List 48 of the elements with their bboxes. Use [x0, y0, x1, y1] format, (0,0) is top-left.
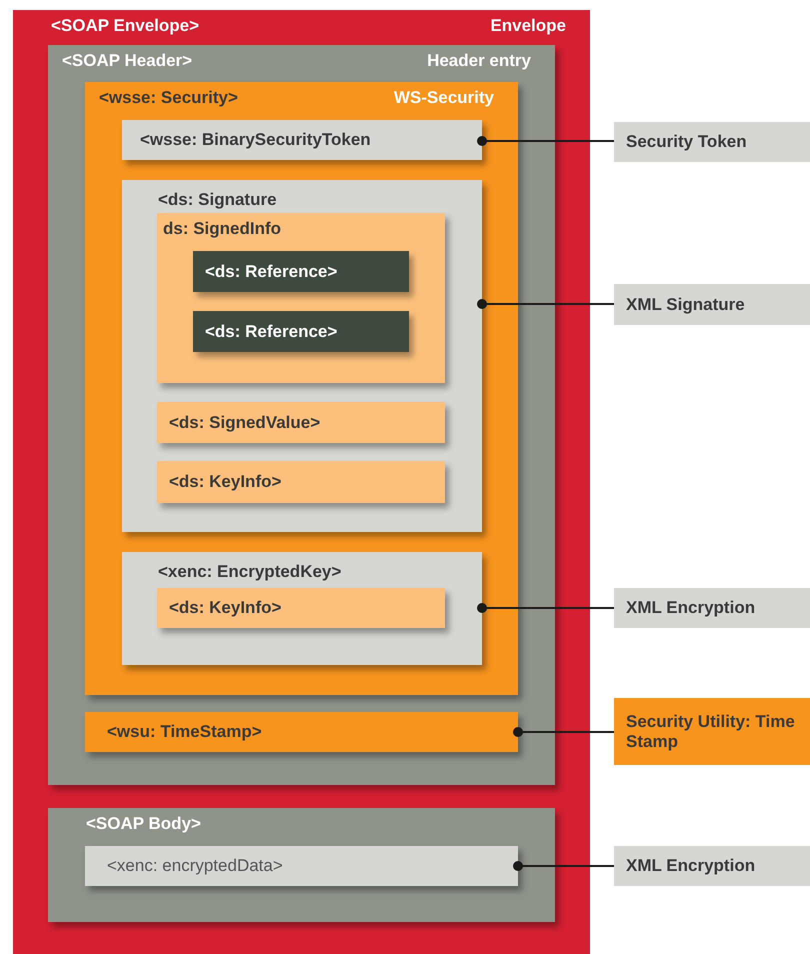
element-box [157, 588, 445, 628]
element-text: <ds: KeyInfo> [169, 598, 282, 618]
signature-panel [122, 180, 482, 532]
panel-title: <wsse: Security> [99, 88, 238, 108]
encrypted-key-panel [122, 552, 482, 665]
element-box [85, 712, 518, 752]
leader-line [477, 299, 614, 309]
side-label-box [614, 284, 810, 325]
side-label: Security Utility: Time Stamp [626, 712, 796, 752]
side-label-box [614, 122, 810, 162]
element-box [85, 846, 518, 886]
element-box [122, 120, 482, 160]
panel-title: <SOAP Body> [86, 814, 201, 834]
element-box [157, 402, 445, 443]
leader-line [513, 861, 614, 871]
side-label: XML Signature [626, 294, 746, 314]
side-label: XML Encryption [626, 598, 756, 618]
element-text: <wsu: TimeStamp> [107, 722, 262, 742]
element-text: <wsse: BinarySecurityToken [140, 130, 371, 150]
element-box [157, 461, 445, 503]
body-panel [48, 808, 555, 922]
element-text: <ds: SignedValue> [169, 412, 320, 432]
leader-line [477, 603, 614, 613]
element-box [193, 251, 409, 292]
signed-info-panel [157, 213, 445, 383]
side-label-box [614, 588, 810, 628]
element-text: <xenc: encryptedData> [107, 856, 283, 876]
leader-line [513, 727, 614, 737]
panel-tag: Envelope [490, 16, 566, 36]
side-label: Security Token [626, 132, 748, 152]
panel-title: <ds: Signature [158, 190, 277, 210]
panel-title: ds: SignedInfo [163, 219, 282, 239]
side-label-box [614, 698, 810, 765]
panel-title: <xenc: EncryptedKey> [158, 562, 342, 582]
panel-tag: WS-Security [394, 88, 494, 108]
side-label-box [614, 846, 810, 886]
side-label: XML Encryption [626, 856, 756, 876]
panel-title: <SOAP Header> [62, 51, 192, 71]
panel-tag: Header entry [427, 51, 531, 71]
header-panel [48, 45, 555, 785]
panel-title: <SOAP Envelope> [51, 16, 200, 36]
leader-line [477, 136, 614, 146]
element-text: <ds: Reference> [205, 322, 338, 342]
security-panel [85, 82, 518, 695]
element-text: <ds: KeyInfo> [169, 472, 282, 492]
element-box [193, 311, 409, 352]
envelope-panel [13, 10, 590, 954]
element-text: <ds: Reference> [205, 262, 338, 282]
